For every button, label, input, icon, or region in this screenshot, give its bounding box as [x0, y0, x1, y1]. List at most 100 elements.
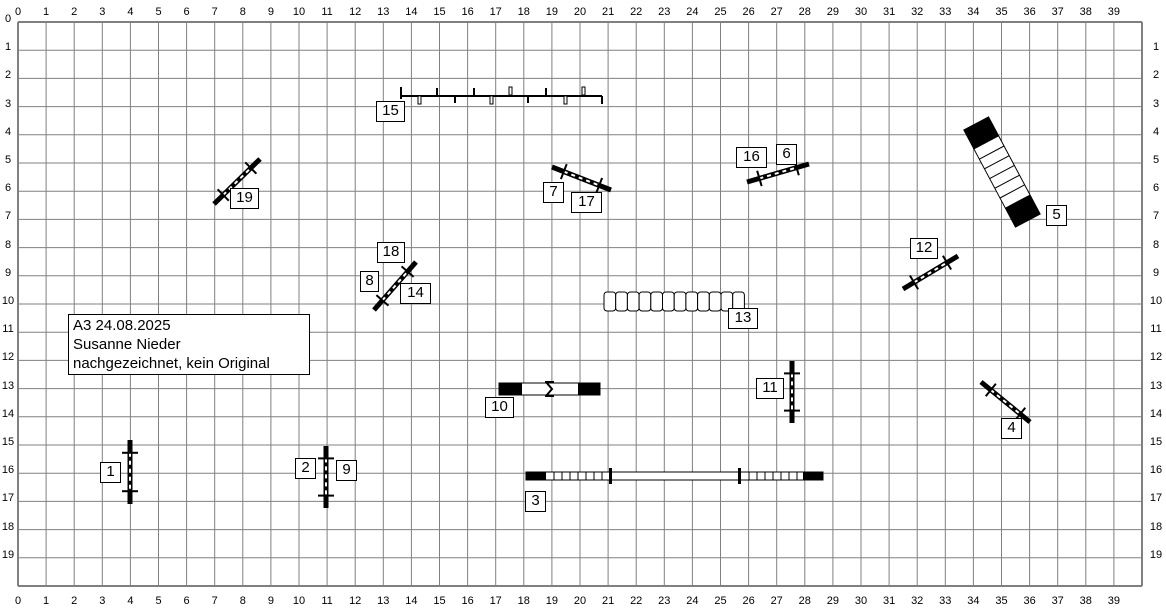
obstacle-number-19: 19 [230, 188, 259, 209]
axis-label-top: 13 [377, 6, 390, 18]
jump-wing [595, 177, 604, 194]
axis-label-top: 20 [573, 6, 587, 18]
obstacle-number-8: 8 [360, 271, 379, 292]
axis-label-top: 32 [911, 6, 924, 18]
axis-label-right: 3 [1152, 97, 1160, 110]
tunnel-segment [603, 291, 617, 312]
jump-4 [979, 380, 1032, 424]
axis-label-right: 4 [1152, 125, 1160, 138]
axis-label-bottom: 26 [742, 595, 755, 607]
obstacle-number-5: 5 [1046, 205, 1067, 226]
axis-label-left: 10 [1, 295, 15, 307]
axis-label-bottom: 22 [630, 595, 643, 607]
course-title: A3 24.08.2025 [73, 317, 171, 334]
course-note: nachgezeichnet, kein Original [73, 355, 270, 372]
axis-label-bottom: 7 [211, 595, 218, 607]
axis-label-top: 34 [967, 6, 980, 18]
axis-label-right: 14 [1149, 407, 1163, 420]
axis-label-top: 21 [601, 6, 615, 18]
axis-label-top: 29 [826, 6, 840, 18]
axis-label-top: 4 [127, 6, 134, 18]
axis-label-top: 15 [433, 6, 446, 18]
tunnel-segment [638, 291, 652, 312]
jump-wing [400, 265, 415, 278]
axis-label-top: 19 [545, 6, 559, 18]
tunnel-segment [673, 291, 687, 312]
axis-label-top: 11 [321, 6, 333, 18]
axis-label-bottom: 29 [826, 595, 840, 607]
obstacle-number-4: 4 [1001, 418, 1022, 439]
axis-label-right: 12 [1149, 351, 1163, 364]
axis-label-right: 2 [1152, 69, 1160, 82]
axis-label-top: 39 [1107, 6, 1121, 18]
seesaw-10 [498, 381, 601, 397]
axis-label-bottom: 16 [461, 595, 474, 607]
jump-wing [909, 275, 919, 290]
axis-label-bottom: 23 [658, 595, 671, 607]
axis-label-left: 15 [1, 436, 15, 448]
axis-label-top: 3 [99, 6, 106, 18]
axis-label-bottom: 37 [1051, 595, 1064, 607]
axis-label-bottom: 8 [239, 595, 246, 607]
axis-label-top: 25 [714, 6, 727, 18]
axis-label-bottom: 20 [573, 595, 587, 607]
axis-label-right: 13 [1149, 379, 1163, 392]
axis-label-left: 4 [4, 125, 12, 138]
axis-label-bottom: 35 [995, 595, 1008, 607]
axis-label-bottom: 4 [127, 595, 134, 607]
axis-label-right: 8 [1152, 238, 1160, 251]
tunnel-segment [708, 291, 722, 312]
tunnel-segment [626, 291, 640, 312]
axis-label-bottom: 3 [99, 595, 106, 607]
axis-label-top: 23 [658, 6, 671, 18]
axis-label-left: 11 [2, 323, 14, 336]
obstacle-number-14: 14 [400, 283, 431, 304]
tunnel-13 [603, 291, 745, 312]
axis-label-top: 10 [292, 6, 306, 18]
course-info-box: A3 24.08.2025 Susanne Nieder nachgezeich… [68, 314, 310, 375]
axis-label-bottom: 6 [183, 595, 190, 607]
axis-label-bottom: 11 [321, 595, 333, 607]
axis-label-bottom: 0 [14, 595, 22, 607]
axis-label-bottom: 2 [71, 595, 78, 607]
obstacle-number-2: 2 [295, 458, 316, 479]
axis-label-right: 9 [1152, 266, 1160, 279]
axis-label-bottom: 19 [545, 595, 559, 607]
axis-label-top: 30 [854, 6, 868, 18]
dogwalk-3 [525, 468, 824, 484]
axis-label-right: 15 [1149, 436, 1163, 448]
axis-label-top: 12 [349, 6, 362, 18]
axis-label-bottom: 36 [1023, 595, 1036, 607]
obstacle-number-3: 3 [525, 491, 546, 512]
axis-label-left: 16 [1, 464, 15, 477]
axis-label-left: 14 [1, 407, 15, 420]
axis-label-top: 17 [489, 6, 502, 18]
axis-label-left: 13 [1, 379, 15, 392]
axis-label-bottom: 12 [349, 595, 362, 607]
axis-label-top: 8 [239, 6, 246, 18]
axis-label-top: 1 [43, 6, 50, 18]
axis-label-bottom: 27 [770, 595, 783, 607]
axis-label-top: 33 [939, 6, 952, 18]
axis-label-left: 19 [1, 548, 15, 561]
jump-wing [244, 161, 258, 175]
axis-label-left: 0 [4, 13, 12, 25]
axis-label-bottom: 25 [714, 595, 727, 607]
obstacle-number-6: 6 [776, 144, 797, 165]
axis-label-left: 8 [4, 238, 12, 251]
long-jump-15 [400, 86, 603, 105]
axis-label-right: 18 [1149, 520, 1163, 533]
obstacle-number-11: 11 [756, 378, 784, 399]
axis-label-top: 28 [798, 6, 811, 18]
obstacle-number-15: 15 [376, 101, 405, 122]
axis-label-right: 10 [1149, 295, 1163, 307]
axis-label-top: 38 [1079, 6, 1092, 18]
axis-label-bottom: 34 [967, 595, 980, 607]
obstacle-number-17: 17 [571, 192, 602, 213]
tunnel-segment [650, 291, 663, 312]
axis-label-bottom: 30 [854, 595, 868, 607]
axis-label-top: 14 [405, 6, 418, 18]
axis-label-top: 24 [686, 6, 699, 18]
obstacle-number-18: 18 [377, 242, 405, 263]
